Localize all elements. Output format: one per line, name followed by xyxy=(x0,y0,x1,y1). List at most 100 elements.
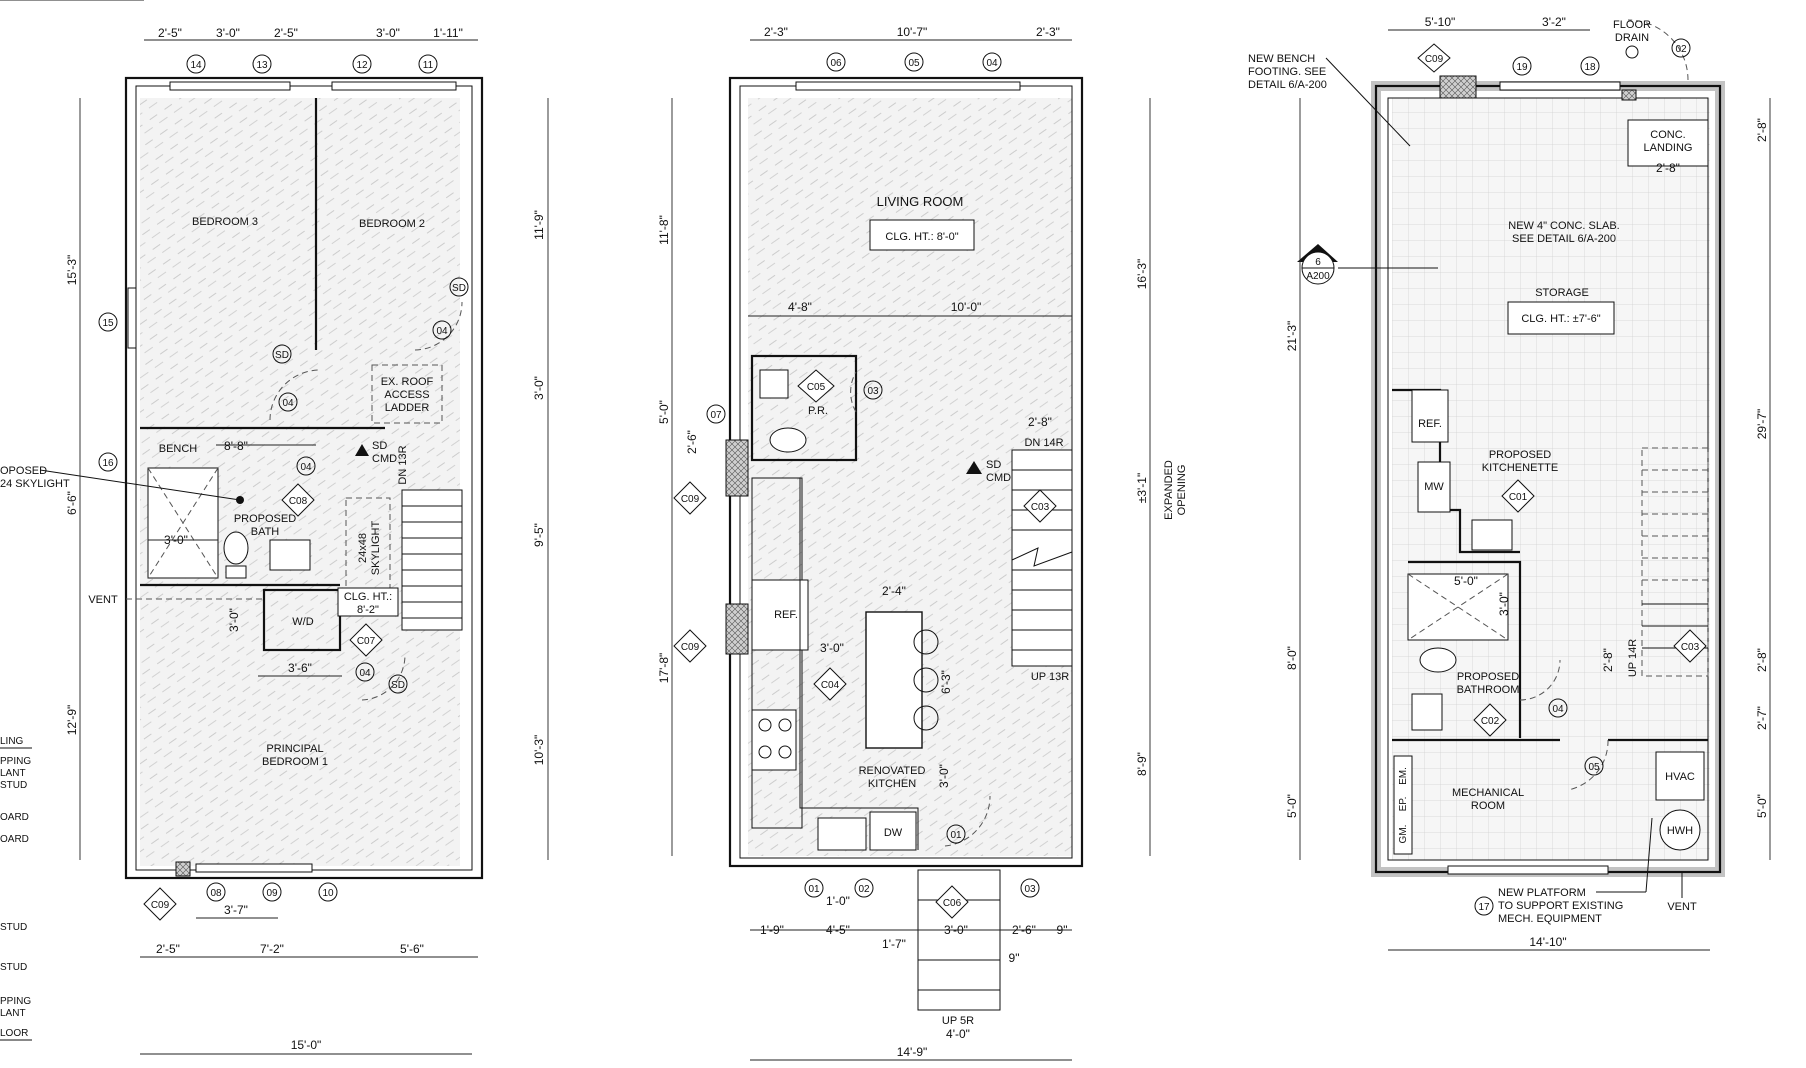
room-label-kitchen-2: KITCHEN xyxy=(868,778,916,790)
svg-text:29'-7": 29'-7" xyxy=(1755,409,1769,440)
dishwasher xyxy=(869,811,917,851)
svg-text:LANT: LANT xyxy=(0,768,26,779)
svg-text:OARD: OARD xyxy=(0,834,29,845)
svg-text:LANT: LANT xyxy=(0,1008,26,1019)
svg-text:5'-6": 5'-6" xyxy=(400,942,424,956)
svg-text:STUD: STUD xyxy=(0,780,27,791)
svg-text:3'-0": 3'-0" xyxy=(216,26,240,40)
label-up-14r: UP 14R xyxy=(1627,639,1639,677)
vanity xyxy=(269,539,311,571)
label-skylight-2: SKYLIGHT xyxy=(370,521,382,576)
wd-closet xyxy=(262,588,342,652)
svg-text:12: 12 xyxy=(356,60,368,71)
svg-text:2'-8": 2'-8" xyxy=(1601,648,1615,672)
svg-text:2'-6": 2'-6" xyxy=(685,430,699,454)
window-12-11 xyxy=(331,81,457,91)
svg-text:03: 03 xyxy=(867,386,879,397)
hot-water-heater xyxy=(1659,809,1701,851)
lower-shower xyxy=(1407,573,1509,641)
svg-text:2'-6": 2'-6" xyxy=(1012,923,1036,937)
door-swing-04b xyxy=(414,301,463,351)
svg-text:8'-8": 8'-8" xyxy=(224,439,248,453)
window-17 xyxy=(1447,865,1609,875)
svg-text:C09: C09 xyxy=(681,494,700,505)
svg-text:GM.: GM. xyxy=(1398,825,1409,844)
fridge xyxy=(751,579,809,651)
svg-text:6'-3": 6'-3" xyxy=(939,670,953,694)
label-lower-ref: REF. xyxy=(1418,418,1442,430)
conc-landing xyxy=(1627,119,1709,167)
svg-text:3'-0": 3'-0" xyxy=(164,533,188,547)
roof-ladder xyxy=(371,364,443,424)
svg-text:C03: C03 xyxy=(1031,502,1050,513)
svg-text:A200: A200 xyxy=(1306,271,1330,282)
svg-text:SD: SD xyxy=(391,680,405,691)
svg-text:5'-0": 5'-0" xyxy=(657,400,671,424)
svg-text:EM.: EM. xyxy=(1398,767,1409,785)
entry-stoop xyxy=(917,869,1001,1011)
svg-text:05: 05 xyxy=(1588,762,1600,773)
svg-text:1'-0": 1'-0" xyxy=(826,894,850,908)
svg-text:09: 09 xyxy=(266,888,278,899)
svg-text:04: 04 xyxy=(1552,704,1564,715)
svg-text:C03: C03 xyxy=(1681,642,1700,653)
room-label-bathroom-2: BATHROOM xyxy=(1457,684,1520,696)
note-bench-3: DETAIL 6/A-200 xyxy=(1248,79,1327,91)
svg-text:19: 19 xyxy=(1516,62,1528,73)
svg-text:8'-0": 8'-0" xyxy=(1285,646,1299,670)
label-up-13r: UP 13R xyxy=(1031,671,1069,683)
label-roof-1: EX. ROOF xyxy=(381,376,434,388)
svg-text:EP.: EP. xyxy=(1398,797,1409,812)
svg-text:1'-9": 1'-9" xyxy=(760,923,784,937)
svg-text:2'-8": 2'-8" xyxy=(1755,648,1769,672)
svg-text:1'-11": 1'-11" xyxy=(433,26,463,40)
svg-text:14'-9": 14'-9" xyxy=(897,1045,928,1059)
svg-text:C09: C09 xyxy=(1425,54,1444,65)
room-label-kitchenette-1: PROPOSED xyxy=(1489,449,1551,461)
kitchen-island xyxy=(865,611,923,749)
svg-text:11'-9": 11'-9" xyxy=(532,210,546,240)
note-slab-2: SEE DETAIL 6/A-200 xyxy=(1512,233,1616,245)
svg-text:3'-2": 3'-2" xyxy=(1542,15,1566,29)
svg-text:6'-6": 6'-6" xyxy=(65,491,79,515)
note-bench-2: FOOTING. SEE xyxy=(1248,66,1326,78)
svg-text:3'-0": 3'-0" xyxy=(376,26,400,40)
svg-text:07: 07 xyxy=(710,410,722,421)
svg-text:04: 04 xyxy=(986,58,998,69)
label-roof-2: ACCESS xyxy=(384,389,429,401)
window-14-13 xyxy=(169,81,291,91)
svg-text:5'-0": 5'-0" xyxy=(1285,794,1299,818)
svg-text:SD: SD xyxy=(986,459,1001,471)
label-sd: SD xyxy=(372,440,387,452)
svg-text:3'-0": 3'-0" xyxy=(532,376,546,400)
svg-text:4'-8": 4'-8" xyxy=(788,300,812,314)
label-roof-3: LADDER xyxy=(385,402,430,414)
svg-text:C06: C06 xyxy=(943,898,962,909)
label-opening: OPENING xyxy=(1176,465,1188,516)
note-slab-1: NEW 4" CONC. SLAB. xyxy=(1508,220,1619,232)
label-cmd: CMD xyxy=(372,453,397,465)
sd-cmd-icon-main xyxy=(966,461,982,474)
room-label-kitchen-1: RENOVATED xyxy=(859,765,926,777)
svg-text:6: 6 xyxy=(1315,257,1321,268)
window-19-18 xyxy=(1499,81,1621,91)
label-proposed-cut: OPOSED xyxy=(0,465,47,477)
svg-text:LOOR: LOOR xyxy=(0,1028,28,1039)
label-expanded: EXPANDED xyxy=(1163,460,1175,520)
svg-text:8'-9": 8'-9" xyxy=(1135,752,1149,776)
svg-text:01: 01 xyxy=(950,830,962,841)
svg-text:15: 15 xyxy=(102,318,114,329)
svg-text:2'-8": 2'-8" xyxy=(1028,415,1052,429)
label-ref: REF. xyxy=(774,609,798,621)
upper-floor-plan: BEDROOM 3 BEDROOM 2 PRINCIPAL BEDROOM 1 … xyxy=(0,0,549,1055)
svg-text:11'-8": 11'-8" xyxy=(657,215,671,245)
main-stair xyxy=(1011,449,1073,667)
svg-text:C09: C09 xyxy=(681,642,700,653)
upper-stair xyxy=(401,489,463,631)
svg-text:10'-3": 10'-3" xyxy=(532,735,546,766)
svg-text:21'-3": 21'-3" xyxy=(1285,321,1299,352)
legend-cut-off: LING PPING LANT STUD OARD OARD STUD STUD… xyxy=(0,736,32,1041)
svg-text:03: 03 xyxy=(1024,884,1036,895)
svg-text:5'-0": 5'-0" xyxy=(1454,574,1478,588)
label-bath-1: PROPOSED xyxy=(234,513,296,525)
